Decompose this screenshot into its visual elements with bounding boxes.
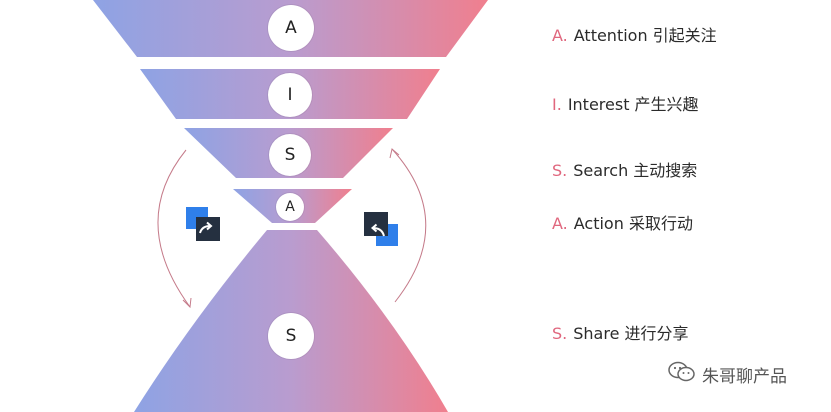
legend-search: S.Search 主动搜索 xyxy=(552,161,698,180)
legend-interest: I.Interest 产生兴趣 xyxy=(552,95,699,114)
wechat-icon xyxy=(668,360,696,388)
legend-share: S.Share 进行分享 xyxy=(552,324,689,343)
loop-arrow-right-head xyxy=(389,148,400,159)
watermark-text: 朱哥聊产品 xyxy=(702,366,787,387)
watermark: 朱哥聊产品 xyxy=(668,360,787,388)
legend-attention: A.Attention 引起关注 xyxy=(552,26,717,45)
stage-circle-attention: A xyxy=(268,5,314,51)
stage-circle-interest: I xyxy=(268,73,312,117)
share-forward-icon xyxy=(186,207,220,241)
share-back-icon xyxy=(364,212,398,246)
stage-circle-share: S xyxy=(268,313,314,359)
loop-arrow-right xyxy=(391,148,427,303)
stage-circle-search: S xyxy=(269,134,311,176)
stage-circle-action: A xyxy=(276,193,304,221)
loop-arrow-left-head xyxy=(182,297,192,309)
legend-action: A.Action 采取行动 xyxy=(552,214,693,233)
loop-arrow-left xyxy=(157,149,191,308)
